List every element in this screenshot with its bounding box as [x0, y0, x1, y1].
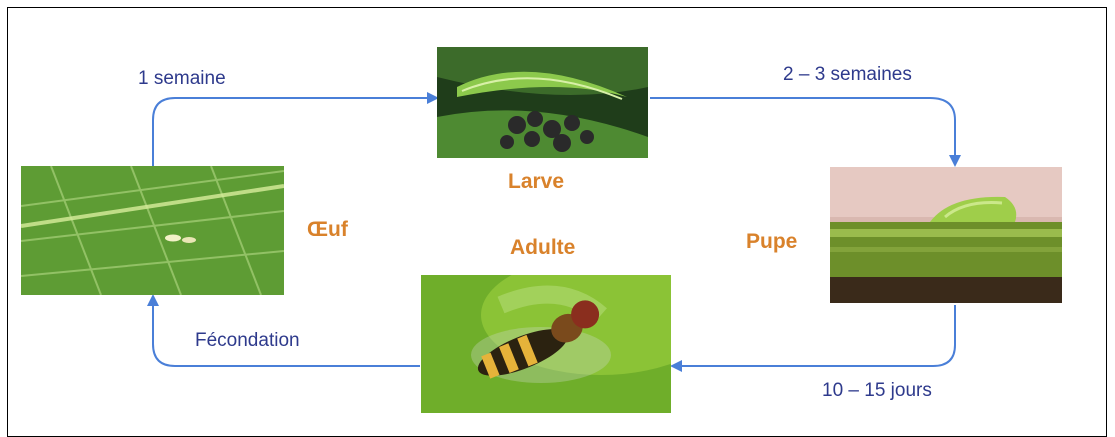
- egg: [182, 237, 196, 243]
- transition-label-larva-to-pupa: 2 – 3 semaines: [783, 64, 912, 86]
- adult-photo: [421, 275, 671, 413]
- arrow-larva-to-pupa: [650, 98, 955, 165]
- arrow-egg-to-larva: [153, 98, 437, 166]
- egg: [165, 235, 181, 242]
- stage-label-egg: Œuf: [307, 218, 348, 242]
- pupa-photo: [830, 167, 1062, 303]
- stage-label-larva: Larve: [508, 170, 564, 194]
- transition-label-pupa-to-adult: 10 – 15 jours: [822, 380, 932, 402]
- stage-label-pupa: Pupe: [746, 230, 797, 254]
- transition-label-adult-to-egg: Fécondation: [195, 330, 300, 352]
- larva-photo: [437, 47, 648, 158]
- arrow-pupa-to-adult: [672, 305, 955, 366]
- egg-photo: [21, 166, 284, 295]
- stage-label-adult: Adulte: [510, 236, 575, 260]
- transition-label-egg-to-larva: 1 semaine: [138, 68, 226, 90]
